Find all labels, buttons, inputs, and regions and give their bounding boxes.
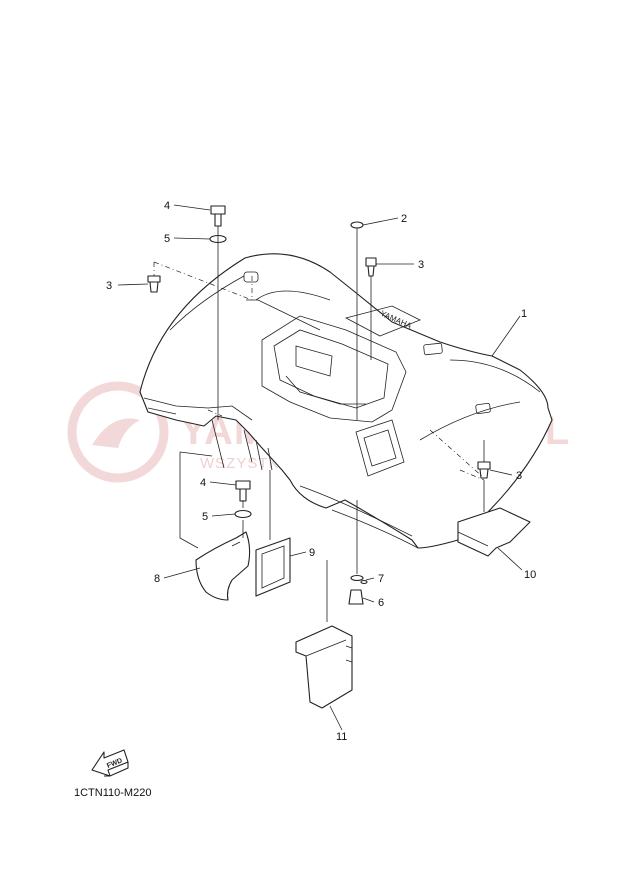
part-3-screw-left — [147, 275, 161, 293]
diagram-code: 1CTN110-M220 — [74, 787, 152, 799]
callout-8: 8 — [154, 573, 160, 585]
callout-labels: 4 5 3 2 3 1 3 10 4 5 9 8 7 6 11 — [106, 200, 536, 743]
part-8-flap — [195, 531, 251, 601]
callout-5-lower: 5 — [202, 511, 208, 523]
part-5-washer-lower — [234, 509, 252, 519]
callout-3-top: 3 — [418, 259, 424, 271]
part-9-plate — [255, 537, 291, 597]
callout-7: 7 — [378, 573, 384, 585]
callout-4-lower: 4 — [200, 477, 206, 489]
callout-9: 9 — [309, 547, 315, 559]
part-10-mud-guard — [457, 507, 531, 557]
leader-lines — [117, 204, 523, 731]
callout-10: 10 — [524, 569, 536, 581]
part-3-screw-top — [365, 257, 377, 277]
callout-6: 6 — [378, 597, 384, 609]
part-6-clip-nut — [348, 589, 364, 605]
watermark-logo-mark — [92, 418, 140, 448]
watermark-logo — [67, 381, 169, 483]
part-4-bolt-lower — [235, 480, 251, 502]
callout-4-top: 4 — [164, 200, 170, 212]
rear-fender: YAMAHA — [139, 253, 553, 549]
part-4-bolt-top — [210, 205, 226, 227]
fwd-arrow-icon: FWD — [91, 749, 129, 777]
callout-1: 1 — [521, 308, 527, 320]
dash-lines — [153, 261, 485, 481]
callout-5-top: 5 — [164, 233, 170, 245]
callout-11: 11 — [336, 731, 347, 743]
callout-3-left: 3 — [106, 280, 112, 292]
callout-3-right: 3 — [516, 470, 522, 482]
callout-2: 2 — [401, 213, 407, 225]
part-11-guard — [295, 625, 353, 709]
part-2-plug — [350, 221, 364, 229]
part-7-grommet — [350, 574, 368, 585]
